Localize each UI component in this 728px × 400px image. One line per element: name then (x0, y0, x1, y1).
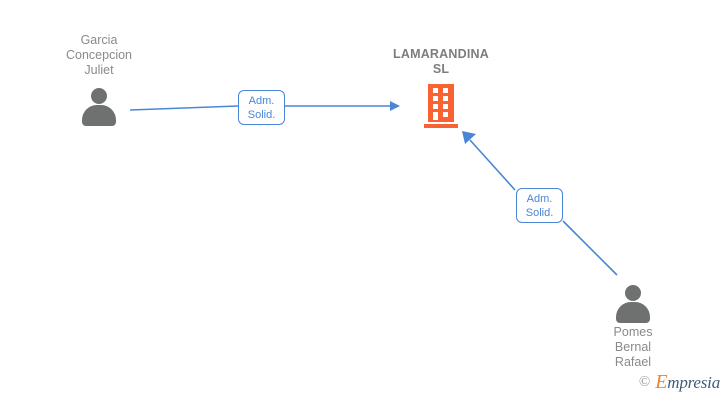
person-bottom-label: Pomes Bernal Rafael (613, 325, 653, 369)
building-window (433, 88, 438, 93)
building-window (443, 96, 448, 101)
person-body-shape (82, 105, 116, 126)
person-left-label: Garcia Concepcion Juliet (65, 33, 132, 77)
person-body-shape (616, 302, 650, 323)
arrowhead-to-company-right (462, 131, 476, 144)
brand-wordmark: Empresia (655, 371, 720, 394)
building-window (443, 112, 448, 117)
watermark-empresia: © Empresia (639, 371, 720, 394)
edge-label-garcia[interactable]: Adm. Solid. (238, 90, 285, 125)
building-window (433, 96, 438, 101)
person-icon-garcia[interactable] (79, 88, 119, 126)
company-label: LAMARANDINA SL (393, 47, 489, 76)
company-building-icon[interactable] (424, 84, 458, 128)
edge-label-pomes[interactable]: Adm. Solid. (516, 188, 563, 223)
building-door (433, 112, 438, 120)
copyright-icon: © (638, 374, 651, 390)
edge-segment-garcia-left (129, 105, 239, 111)
person-head-shape (625, 285, 641, 301)
building-window (433, 104, 438, 109)
person-head-shape (91, 88, 107, 104)
brand-rest: mpresia (667, 373, 720, 392)
brand-initial: E (655, 371, 668, 393)
person-icon-pomes[interactable] (613, 285, 653, 323)
building-base-shape (424, 124, 458, 128)
edge-segment-pomes-lower (562, 220, 618, 276)
edge-segment-pomes-upper (469, 139, 516, 191)
building-tower-shape (428, 84, 454, 122)
arrowhead-to-company-left (390, 101, 400, 111)
building-window (443, 88, 448, 93)
building-window (443, 104, 448, 109)
